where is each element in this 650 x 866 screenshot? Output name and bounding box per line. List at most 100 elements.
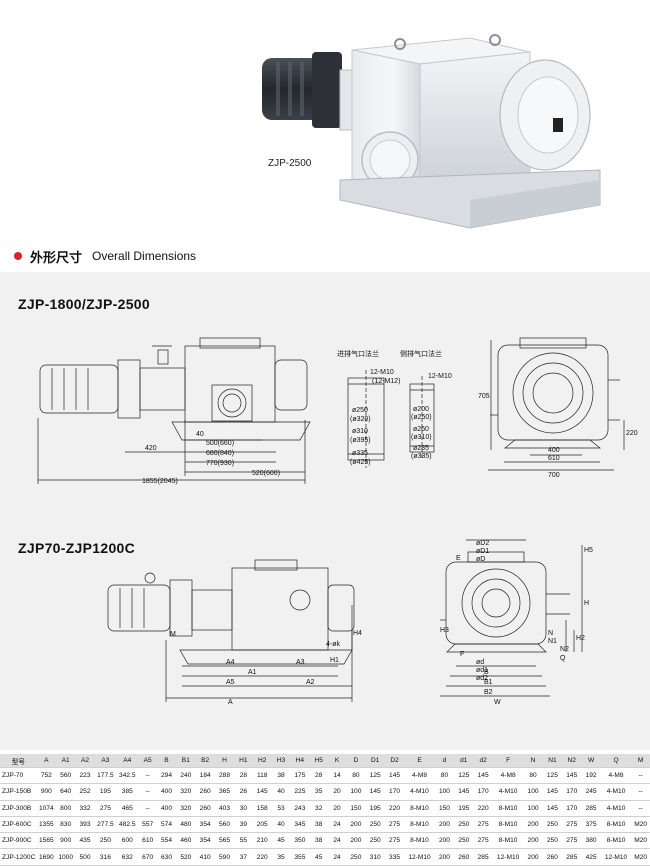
dim-text: H2 xyxy=(576,635,585,642)
table-cell: 252 xyxy=(75,783,95,801)
table-cell: 285 xyxy=(562,848,582,866)
dim-text: ø310 xyxy=(352,428,368,435)
dim-text: 700 xyxy=(548,472,560,479)
table-cell: 24 xyxy=(327,816,347,834)
table-cell: 24 xyxy=(327,848,347,866)
table-cell: 1074 xyxy=(36,800,57,817)
column-header: A4 xyxy=(116,754,139,768)
column-header: H2 xyxy=(252,754,272,768)
table-cell: 200 xyxy=(346,832,366,850)
table-cell: 277.5 xyxy=(94,816,117,834)
table-cell: 100 xyxy=(346,783,366,801)
table-cell: 8-M10 xyxy=(492,800,524,817)
table-cell: 250 xyxy=(365,832,385,850)
table-cell: 275 xyxy=(473,816,493,834)
table-cell: 4-M10 xyxy=(492,783,524,801)
table-cell: 200 xyxy=(523,832,543,850)
table-cell: 800 xyxy=(56,800,76,817)
table-cell: 565 xyxy=(214,832,235,850)
dim-text: B xyxy=(484,669,489,676)
table-cell: 590 xyxy=(214,848,235,866)
dim-text: A2 xyxy=(306,679,315,686)
inlet-flange-label: 进排气口法兰 xyxy=(337,349,379,358)
column-header: A1 xyxy=(56,754,76,768)
table-cell: 145 xyxy=(252,783,272,801)
dim-text: Q xyxy=(560,655,566,662)
table-cell: 460 xyxy=(176,832,196,850)
table-cell: 145 xyxy=(562,767,582,785)
dim-text: (ø310) xyxy=(411,434,432,441)
product-model-label: ZJP-2500 xyxy=(268,158,312,169)
side-flange-label: 侧排气口法兰 xyxy=(400,349,442,358)
inlet-flange-drawing xyxy=(347,370,385,468)
table-cell: 320 xyxy=(176,783,196,801)
table-cell: 100 xyxy=(434,783,455,801)
column-header: B2 xyxy=(195,754,215,768)
table-cell: 250 xyxy=(454,816,474,834)
table-cell: 28 xyxy=(309,767,328,785)
table-cell: 630 xyxy=(156,848,177,866)
table-cell: 125 xyxy=(365,767,385,785)
dim-text: A4 xyxy=(226,659,235,666)
table-cell: 80 xyxy=(523,767,543,785)
table-cell: 350 xyxy=(290,832,310,850)
table-cell: 200 xyxy=(434,848,455,866)
table-cell: 554 xyxy=(156,832,177,850)
table-cell: 345 xyxy=(290,816,310,834)
table-cell: 118 xyxy=(252,767,272,785)
dim-text: N xyxy=(548,630,553,637)
table-cell: 403 xyxy=(214,800,235,817)
table-cell: 145 xyxy=(384,767,405,785)
table-cell: 435 xyxy=(75,832,95,850)
table-cell: 245 xyxy=(581,783,601,801)
table-cell: 40 xyxy=(271,816,291,834)
model-cell: ZJP-300B xyxy=(0,800,37,817)
dim-text: H5 xyxy=(584,547,593,554)
table-cell: 285 xyxy=(581,800,601,817)
dim-text: H4 xyxy=(353,630,362,637)
table-cell: 4-M10 xyxy=(404,783,435,801)
column-header: K xyxy=(327,754,347,768)
table-cell: 200 xyxy=(434,816,455,834)
column-header: H5 xyxy=(309,754,328,768)
dim-text: 12-M10 xyxy=(428,373,452,380)
dim-text: A5 xyxy=(226,679,235,686)
dim-text: ø335 xyxy=(352,450,368,457)
column-header: d2 xyxy=(473,754,493,768)
column-header: D xyxy=(346,754,366,768)
table-cell: 380 xyxy=(581,832,601,850)
table-cell: 45 xyxy=(309,848,328,866)
table-cell: 294 xyxy=(156,767,177,785)
table-cell: 560 xyxy=(214,816,235,834)
table-cell: 145 xyxy=(365,783,385,801)
table-cell: -- xyxy=(631,783,650,801)
dim-text: ød1 xyxy=(476,667,488,674)
table-cell: 8-M10 xyxy=(600,832,632,850)
table-cell: -- xyxy=(138,767,157,785)
table-cell: 200 xyxy=(523,816,543,834)
table-cell: 24 xyxy=(327,832,347,850)
column-header: M xyxy=(631,754,650,768)
column-header: A xyxy=(36,754,57,768)
table-cell: 200 xyxy=(434,832,455,850)
dim-text: N1 xyxy=(548,638,557,645)
table-cell: 210 xyxy=(252,832,272,850)
table-cell: 375 xyxy=(581,816,601,834)
dim-text: ø200 xyxy=(413,406,429,413)
table-cell: 1000 xyxy=(56,848,76,866)
model-cell: ZJP-70 xyxy=(0,767,37,785)
dim-text: øD xyxy=(476,556,485,563)
table-cell: 4-M8 xyxy=(492,767,524,785)
dim-text: W xyxy=(494,699,501,706)
dim-text: 1855(2045) xyxy=(142,478,178,485)
dim-text: 4-øk xyxy=(326,641,341,648)
table-cell: M20 xyxy=(631,816,650,834)
table-cell: 38 xyxy=(309,816,328,834)
table-cell: 260 xyxy=(195,800,215,817)
table-cell: 240 xyxy=(176,767,196,785)
table-cell: 158 xyxy=(252,800,272,817)
table-cell: 393 xyxy=(75,816,95,834)
table-cell: 250 xyxy=(454,832,474,850)
